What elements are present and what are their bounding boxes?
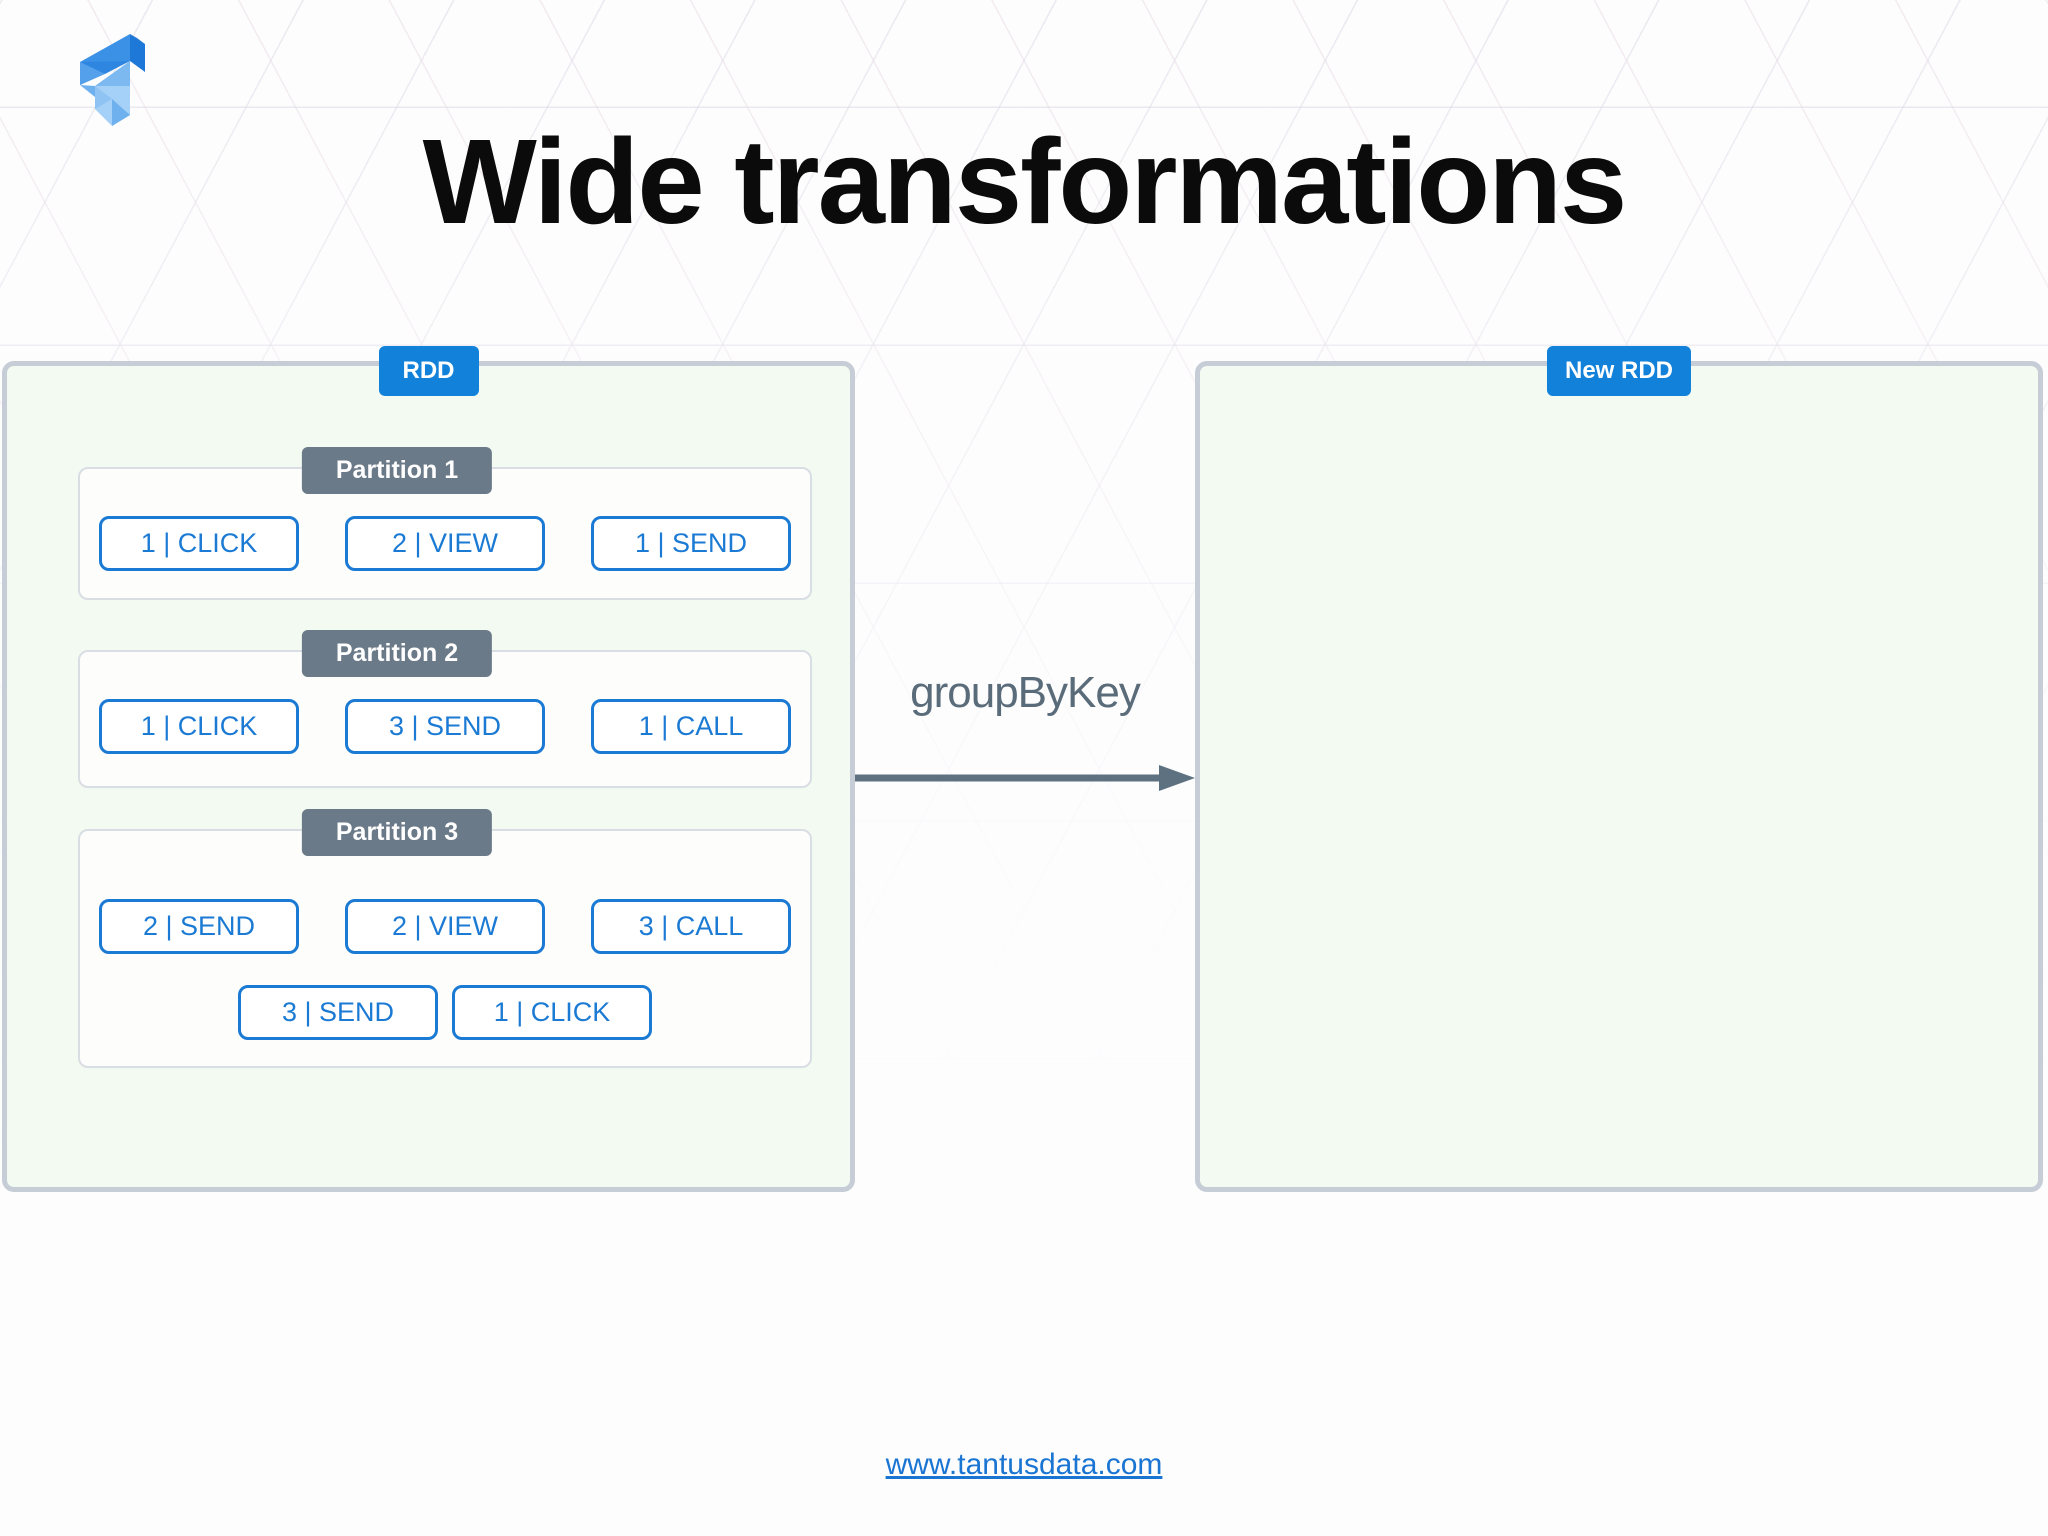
partition-records: 2 | SEND 2 | VIEW 3 | CALL 3 | SEND 1 | CLIC…	[80, 831, 810, 1066]
record-chip: 1 | SEND	[591, 516, 791, 571]
record-chip: 3 | SEND	[345, 699, 545, 754]
record-row: 2 | SEND 2 | VIEW 3 | CALL	[99, 899, 791, 954]
record-chip: 1 | CLICK	[452, 985, 652, 1040]
partition-records: 1 | CLICK 3 | SEND 1 | CALL	[80, 652, 810, 786]
source-rdd-badge: RDD	[378, 346, 479, 396]
record-chip: 2 | VIEW	[345, 516, 545, 571]
partition-label: Partition 1	[301, 447, 493, 494]
partition-label: Partition 3	[301, 809, 493, 856]
record-chip: 2 | VIEW	[345, 899, 545, 954]
page-title: Wide transformations	[422, 113, 1628, 249]
right-arrow-icon	[855, 765, 1195, 791]
transformation-label: groupByKey	[910, 668, 1141, 717]
record-chip: 1 | CALL	[591, 699, 791, 754]
tantusdata-logo	[80, 34, 145, 126]
record-chip: 1 | CLICK	[99, 699, 299, 754]
record-chip: 3 | SEND	[238, 985, 438, 1040]
partition-label: Partition 2	[301, 630, 493, 677]
record-chip: 3 | CALL	[591, 899, 791, 954]
target-rdd-panel: New RDD	[1195, 346, 2043, 1192]
record-row: 3 | SEND 1 | CLICK	[238, 985, 652, 1040]
partition-records: 1 | CLICK 2 | VIEW 1 | SEND	[80, 469, 810, 598]
record-row: 1 | CLICK 3 | SEND 1 | CALL	[99, 699, 791, 754]
footer-link[interactable]: www.tantusdata.com	[885, 1448, 1163, 1481]
record-row: 1 | CLICK 2 | VIEW 1 | SEND	[99, 516, 791, 571]
footer: www.tantusdata.com	[0, 1448, 2048, 1482]
record-chip: 1 | CLICK	[99, 516, 299, 571]
target-rdd-badge: New RDD	[1546, 346, 1692, 396]
record-chip: 2 | SEND	[99, 899, 299, 954]
